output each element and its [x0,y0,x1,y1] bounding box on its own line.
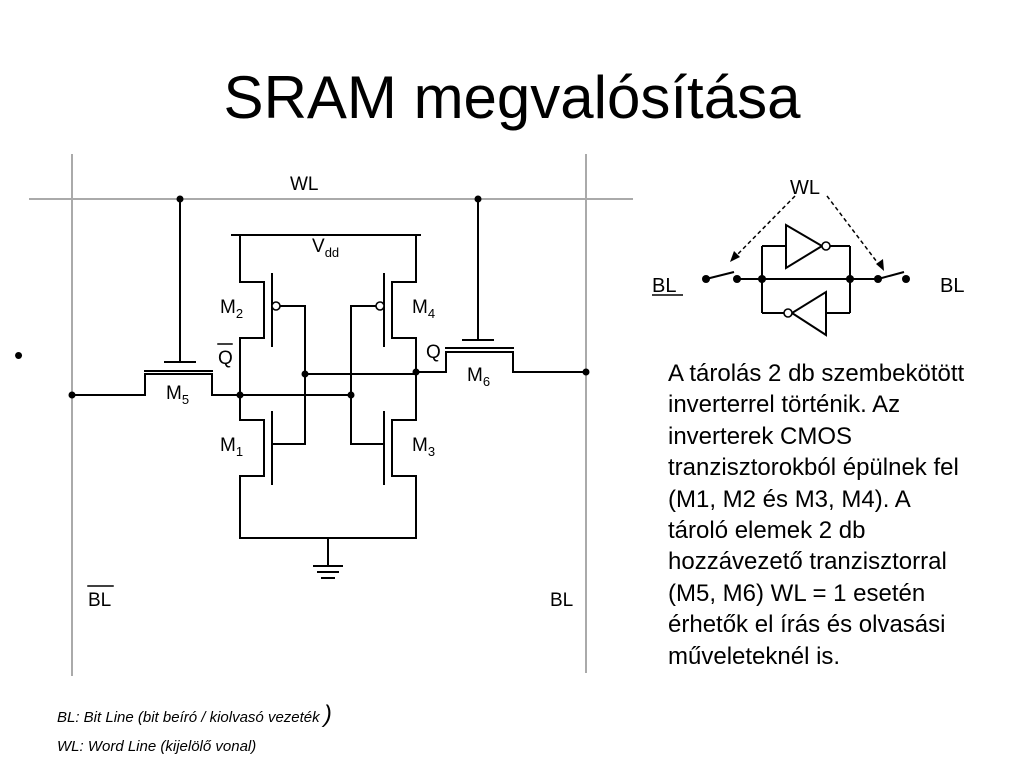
wl-arrow-left [733,195,796,259]
q-label: Q [426,342,441,363]
vdd-label-sub: dd [325,245,339,260]
wl-arrow-left-head [730,251,740,262]
m6-label: M6 [467,365,490,389]
junction-qbar [236,391,244,399]
m4-label-main: M [412,297,428,318]
bitline-bar-label: BL [88,590,111,611]
note-bitline-text: BL: Bit Line (bit beíró / kiolvasó vezet… [57,709,324,726]
slide-title: SRAM megvalósítása [223,64,801,131]
m6-label-main: M [467,365,483,386]
bullet-marker: • [14,340,24,370]
right-switch-blade [877,271,905,280]
left-switch-blade [705,271,735,280]
junction-q-cross [301,370,309,378]
m1-label: M1 [220,435,243,459]
latch-right-node [846,275,854,283]
junction-qbar-cross [347,391,355,399]
m3-label: M3 [412,435,435,459]
m5-label-main: M [166,383,182,404]
latch-wl-label: WL [790,177,820,199]
wl-control-arrows [733,195,881,267]
m5-label-sub: 5 [182,392,189,407]
top-inverter-bubble [821,241,831,251]
m3-label-main: M [412,435,428,456]
vdd-label-main: V [312,236,325,257]
note-bitline: BL: Bit Line (bit beíró / kiolvasó vezet… [57,703,332,727]
m5-channel [71,373,241,396]
latch-diagram: WL BL BL [652,177,964,337]
junction-bl [582,368,590,376]
m2-channel [239,281,265,339]
m2-label-sub: 2 [236,306,243,321]
m3-channel [391,419,417,477]
wl-arrow-right [826,195,881,267]
grid-lines [29,154,633,676]
junction-wl-m6 [474,195,482,203]
vdd-label: Vdd [312,236,339,260]
bottom-inverter-icon [790,290,827,337]
note-bitline-paren: ) [323,701,332,728]
schematic-labels: WL Vdd M2 M4 Q Q M5 M6 M1 M3 BL BL [87,174,573,611]
m2-gate-bubble [271,301,281,311]
top-inverter-icon [785,223,824,270]
m6-channel [415,351,587,373]
bitline-label: BL [550,590,573,611]
m4-gate-bubble [375,301,385,311]
latch-bl-left-label: BL [652,275,676,297]
wl-label: WL [290,174,319,195]
right-switch-contact [874,275,882,283]
junction-wl-m5 [176,195,184,203]
junction-blbar [68,391,76,399]
qbar-label: Q [218,348,233,369]
m4-label: M4 [412,297,435,321]
latch-dots [702,275,910,283]
m4-channel [391,281,417,339]
left-switch-pivot [702,275,710,283]
bottom-inverter-bubble [783,308,793,318]
wl-arrow-right-head [876,259,884,271]
junction-dots [68,195,590,399]
m6-label-sub: 6 [483,374,490,389]
latch-bl-right-label: BL [940,275,964,297]
m1-label-main: M [220,435,236,456]
m1-label-sub: 1 [236,444,243,459]
latch-labels: WL BL BL [652,177,964,297]
m3-label-sub: 3 [428,444,435,459]
m5-label: M5 [166,383,189,407]
m2-label-main: M [220,297,236,318]
m2-label: M2 [220,297,243,321]
m1-channel [239,419,265,477]
note-wordline: WL: Word Line (kijelölő vonal) [57,738,257,755]
junction-q [412,368,420,376]
sram-schematic: WL Vdd M2 M4 Q Q M5 M6 M1 M3 BL BL [29,154,633,676]
circuit-wires [71,198,587,579]
description-text: A tárolás 2 db szembekötött inverterrel … [668,360,965,670]
left-switch-contact [733,275,741,283]
latch-left-node [758,275,766,283]
right-switch-pivot [902,275,910,283]
m4-label-sub: 4 [428,306,435,321]
